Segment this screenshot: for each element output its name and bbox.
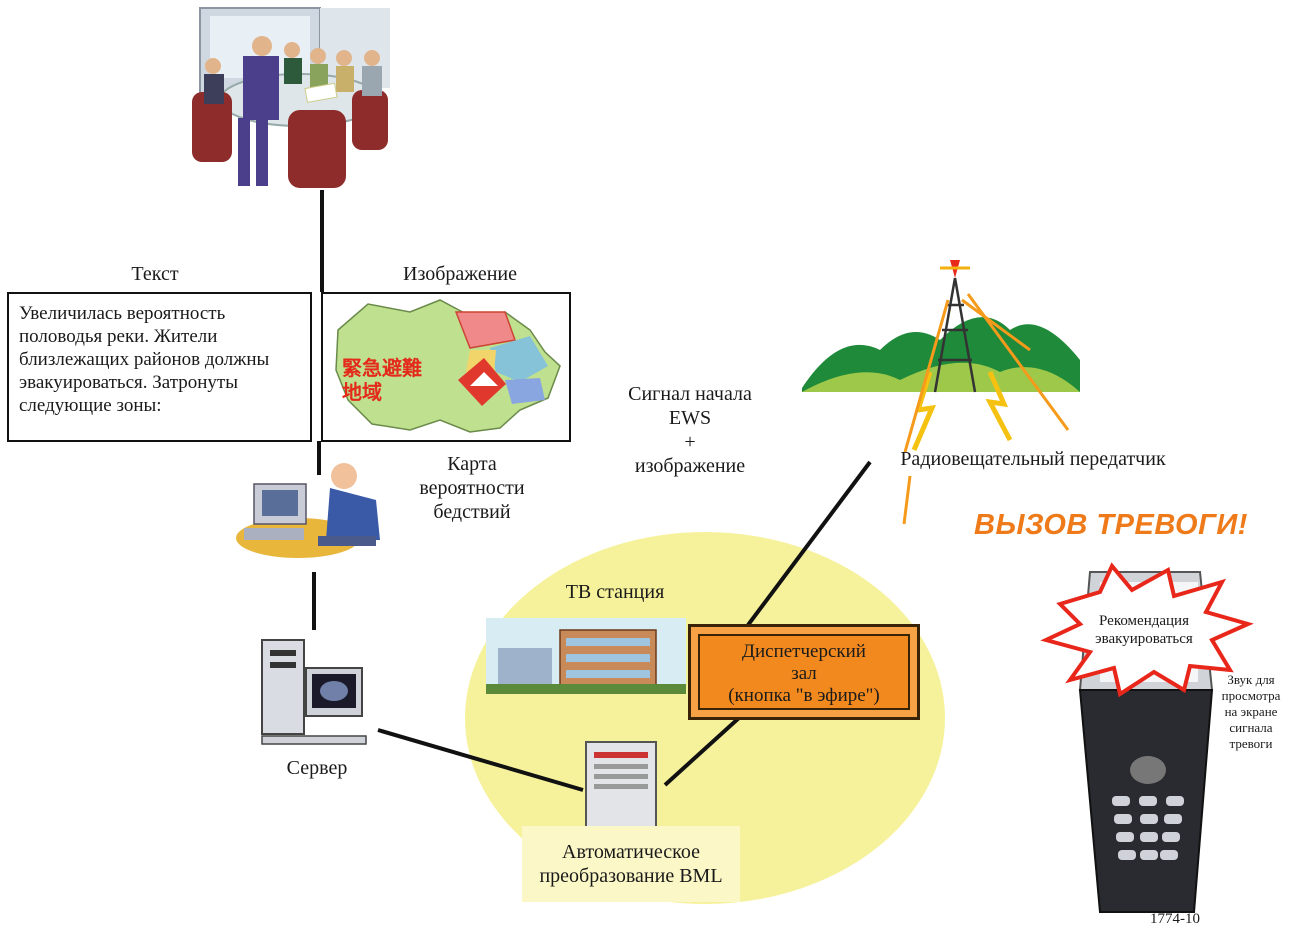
- tv-station-illustration: [486, 618, 686, 694]
- bml-line1: Автоматическое: [562, 841, 700, 863]
- control-room-line3: (кнопка "в эфире"): [728, 685, 880, 706]
- mobile-phone-illustration: [1040, 562, 1254, 913]
- burst-line1: Рекомендация: [1099, 613, 1189, 629]
- image-section-heading: Изображение: [403, 263, 517, 285]
- text-section-heading: Текст: [131, 263, 179, 285]
- transmitter-illustration: [802, 260, 1080, 525]
- connector-tv-to-transmitter: [746, 460, 872, 627]
- alarm-title: ВЫЗОВ ТРЕВОГИ!: [974, 509, 1248, 541]
- control-room-line1: Диспетчерский: [742, 641, 866, 662]
- control-room-box: Диспетчерский зал (кнопка "в эфире"): [688, 624, 920, 720]
- map-caption-text: Карта вероятности бедствий: [419, 453, 525, 523]
- warning-text-box: Увеличилась вероятность половодья реки. …: [7, 292, 312, 442]
- side-note-line3: на экране: [1224, 704, 1278, 719]
- figure-id: 1774-10: [1150, 911, 1200, 927]
- connector-bml-to-control: [663, 715, 742, 787]
- tv-station-label: ТВ станция: [565, 581, 665, 603]
- bml-server-illustration: [585, 741, 657, 829]
- signal-label-line2: EWS: [668, 407, 712, 429]
- disaster-map-illustration: [335, 299, 561, 433]
- connector-server-to-bml: [377, 728, 584, 792]
- burst-line2: эвакуироваться: [1095, 631, 1193, 647]
- bml-conversion-box: Автоматическое преобразование BML: [522, 826, 740, 902]
- operator-illustration: [236, 463, 380, 558]
- map-overlay-text: 緊急避難地域: [342, 356, 422, 404]
- signal-label-line4: изображение: [634, 455, 746, 477]
- transmitter-label: Радиовещательный передатчик: [900, 448, 1166, 470]
- signal-label-line1: Сигнал начала: [628, 383, 752, 405]
- side-note-line1: Звук для: [1227, 672, 1275, 687]
- server-illustration: [261, 639, 367, 745]
- server-label: Сервер: [286, 757, 348, 779]
- warning-text: Увеличилась вероятность половодья реки. …: [19, 303, 270, 416]
- side-note-line5: тревоги: [1229, 736, 1273, 751]
- side-note-line4: сигнала: [1229, 720, 1273, 735]
- image-panel: [321, 292, 571, 442]
- phone-side-note: Звук для просмотра на экране сигнала тре…: [1204, 672, 1298, 752]
- burst-text: Рекомендация эвакуироваться: [1074, 612, 1214, 648]
- signal-label: Сигнал начала EWS + изображение: [600, 382, 780, 478]
- alarm-burst: [1040, 562, 1254, 698]
- bml-line2: преобразование BML: [539, 865, 723, 887]
- map-caption: Карта вероятности бедствий: [372, 452, 572, 524]
- signal-label-line3: +: [684, 431, 696, 453]
- side-note-line2: просмотра: [1221, 688, 1281, 703]
- meeting-room-illustration: [192, 7, 390, 188]
- control-room-line2: зал: [791, 663, 817, 684]
